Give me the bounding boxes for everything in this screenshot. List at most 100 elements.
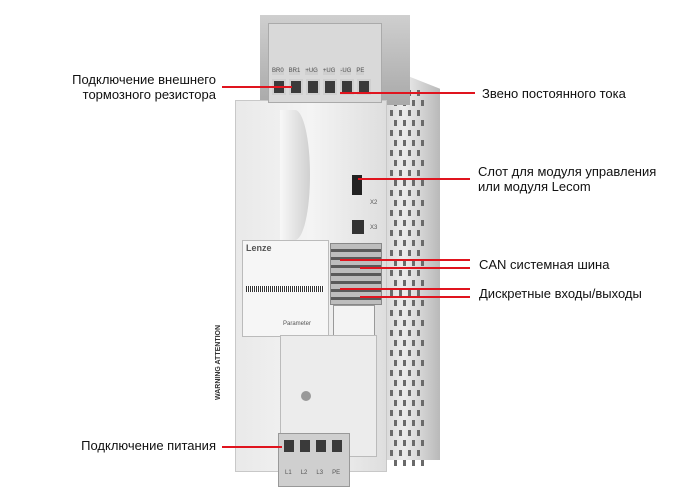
vent-slot xyxy=(421,280,424,286)
vent-slot xyxy=(390,230,393,236)
vent-slot xyxy=(408,110,411,116)
label-line: Подключение внешнего xyxy=(72,72,216,87)
label-line: тормозного резистора xyxy=(82,87,216,102)
vent-slot xyxy=(390,270,393,276)
vent-slot xyxy=(390,390,393,396)
vent-slot xyxy=(394,300,397,306)
terminal-label: L2 xyxy=(300,470,308,477)
terminal-label: -UG xyxy=(340,68,352,75)
terminal-label: PE xyxy=(356,68,365,75)
vent-slot xyxy=(408,350,411,356)
vent-slot xyxy=(394,200,397,206)
label-brake-resistor: Подключение внешнего тормозного резистор… xyxy=(72,72,216,102)
vent-slot xyxy=(408,190,411,196)
terminal-label: L3 xyxy=(316,470,324,477)
vent-slot xyxy=(421,440,424,446)
vent-slot xyxy=(403,180,406,186)
terminal-l2 xyxy=(298,438,312,454)
vent-slot xyxy=(412,140,415,146)
vent-slot xyxy=(403,420,406,426)
terminal-label: BR1 xyxy=(288,68,301,75)
vent-slot xyxy=(421,200,424,206)
vent-slot xyxy=(417,190,420,196)
vent-slot xyxy=(412,260,415,266)
vent-slot xyxy=(417,390,420,396)
vent-slot xyxy=(412,440,415,446)
vent-slot xyxy=(403,340,406,346)
warning-label: WARNING ATTENTION xyxy=(215,324,222,400)
vent-slot xyxy=(417,270,420,276)
leader-line-can-1 xyxy=(340,259,470,261)
vent-slot xyxy=(403,220,406,226)
label-module-slot: Слот для модуля управления или модуля Le… xyxy=(478,164,656,194)
terminal-label: BR0 xyxy=(272,68,284,75)
vent-slot xyxy=(394,320,397,326)
vent-slot xyxy=(394,260,397,266)
vent-slot xyxy=(403,140,406,146)
parameter-label: Parameter xyxy=(283,321,312,327)
vent-slot xyxy=(399,370,402,376)
top-terminal-block: BR0 BR1 +UG +UG -UG PE xyxy=(268,23,382,103)
vent-slot xyxy=(399,230,402,236)
vent-slot xyxy=(394,280,397,286)
vent-slot xyxy=(412,340,415,346)
terminal-label: +UG xyxy=(322,68,336,75)
vent-slot xyxy=(412,460,415,466)
terminal-l3 xyxy=(314,438,328,454)
vent-slot xyxy=(394,460,397,466)
vent-slot xyxy=(412,420,415,426)
leader-line-dc-link xyxy=(340,92,475,94)
terminal-label: L1 xyxy=(285,470,292,477)
bottom-terminal-block: L1 L2 L3 PE xyxy=(278,433,350,487)
vent-slot xyxy=(408,410,411,416)
vent-slot xyxy=(403,160,406,166)
vent-slot xyxy=(421,120,424,126)
vent-slot xyxy=(403,320,406,326)
vent-slot xyxy=(399,130,402,136)
vent-slot xyxy=(403,380,406,386)
vent-slot xyxy=(421,220,424,226)
vent-slot xyxy=(408,370,411,376)
vent-slot xyxy=(408,250,411,256)
vent-slot xyxy=(417,330,420,336)
vent-slot xyxy=(412,220,415,226)
vent-slot xyxy=(412,200,415,206)
terminal-label: PE xyxy=(332,470,341,477)
vent-slot xyxy=(412,160,415,166)
vent-slot xyxy=(399,330,402,336)
vent-slot xyxy=(403,260,406,266)
vent-slot xyxy=(417,310,420,316)
vent-slot xyxy=(394,340,397,346)
label-can-bus: CAN системная шина xyxy=(479,257,610,272)
vent-slot xyxy=(421,360,424,366)
leader-line-power xyxy=(222,446,282,448)
vent-slot xyxy=(403,440,406,446)
vent-slot xyxy=(421,140,424,146)
vent-slot xyxy=(399,350,402,356)
io-terminal-block xyxy=(330,243,382,305)
vent-slot xyxy=(390,310,393,316)
vent-slot xyxy=(394,120,397,126)
vent-slot xyxy=(412,360,415,366)
vent-slot xyxy=(394,220,397,226)
vent-slot xyxy=(408,330,411,336)
vent-slot xyxy=(417,250,420,256)
vent-slot xyxy=(403,200,406,206)
vent-slot xyxy=(417,150,420,156)
vent-slot xyxy=(408,130,411,136)
vent-slot xyxy=(399,310,402,316)
vent-slot xyxy=(417,130,420,136)
leader-line-slot xyxy=(358,178,470,180)
vent-slot xyxy=(399,110,402,116)
vent-slot xyxy=(390,370,393,376)
vent-slot xyxy=(408,390,411,396)
leader-line-can-2 xyxy=(360,267,470,269)
vent-slot xyxy=(408,170,411,176)
vent-slot xyxy=(408,230,411,236)
side-panel xyxy=(380,65,440,460)
vent-slot xyxy=(408,450,411,456)
vent-slot xyxy=(390,410,393,416)
vent-slot xyxy=(394,240,397,246)
vent-slot xyxy=(412,240,415,246)
